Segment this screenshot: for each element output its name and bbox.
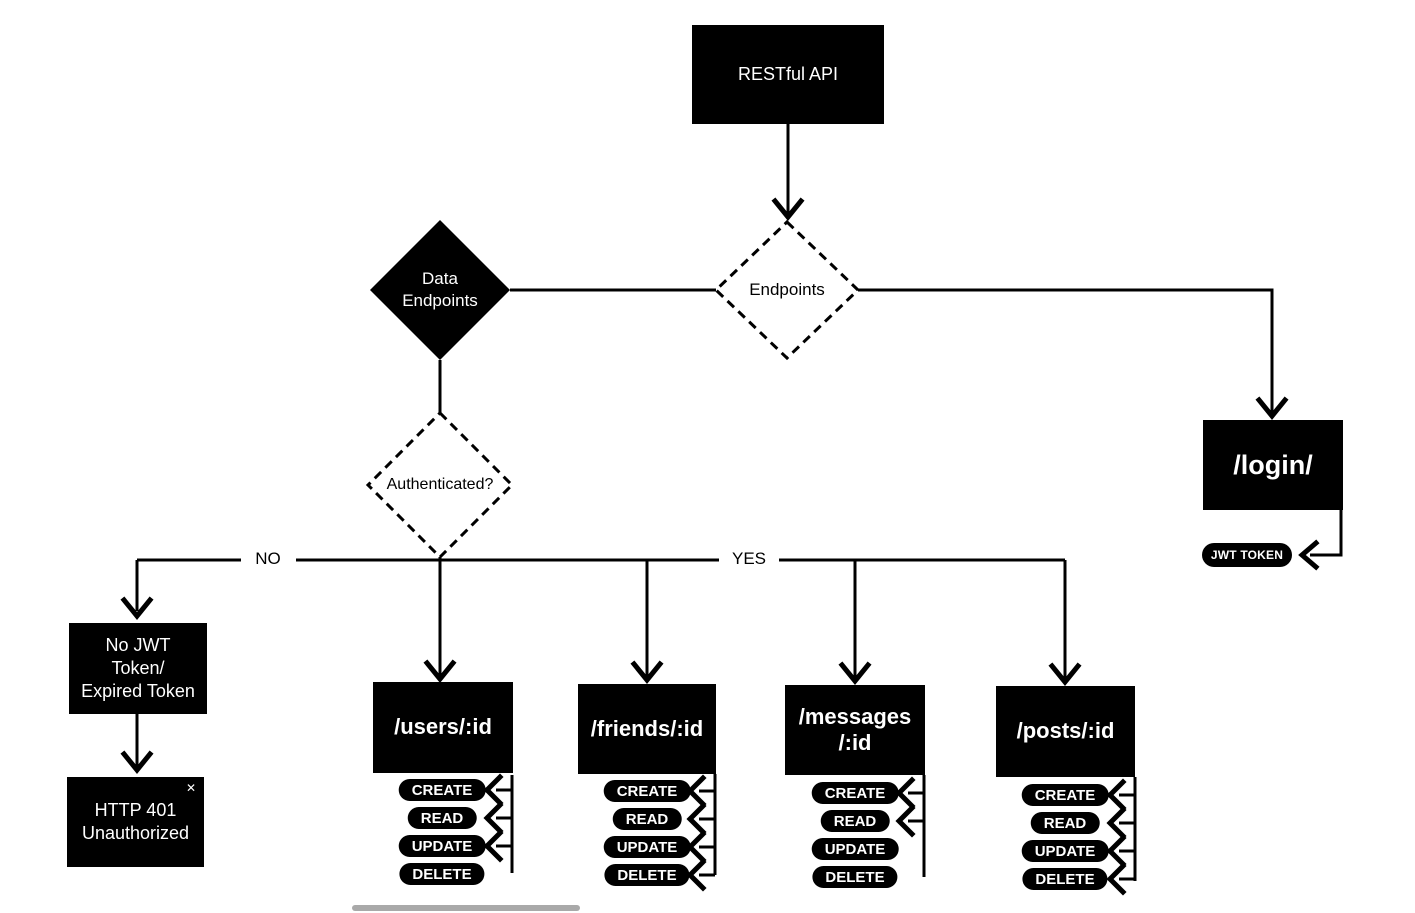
node-http-401: HTTP 401 Unauthorized ✕ xyxy=(67,777,204,867)
method-pill-friends-update: UPDATE xyxy=(603,836,691,858)
method-pill-messages-delete: DELETE xyxy=(812,866,898,888)
edge-login-to-jwt xyxy=(1310,510,1343,557)
arrowhead-down-posts xyxy=(1048,662,1082,686)
node-route-posts: /posts/:id xyxy=(996,686,1135,777)
arrowhead-users-update xyxy=(483,829,504,863)
branch-label-no: NO xyxy=(251,548,285,570)
method-pill-friends-delete: DELETE xyxy=(604,864,690,886)
method-pill-posts-update: UPDATE xyxy=(1021,840,1109,862)
horizontal-scrollbar[interactable] xyxy=(352,905,580,911)
arrowhead-friends-create xyxy=(686,774,707,808)
method-pill-users-read: READ xyxy=(407,807,477,829)
stubs-friends xyxy=(699,789,715,877)
stubs-posts xyxy=(1119,793,1135,881)
arrowhead-posts-delete xyxy=(1106,862,1127,896)
node-no-jwt-token: No JWT Token/ Expired Token xyxy=(69,623,207,714)
node-authenticated-label: Authenticated? xyxy=(386,475,494,493)
arrowhead-posts-read xyxy=(1106,806,1127,840)
method-pill-posts-read: READ xyxy=(1030,812,1100,834)
method-pill-posts-create: CREATE xyxy=(1021,784,1109,806)
edge-endpoints-to-login xyxy=(858,288,1274,412)
arrowhead-down-endpoints xyxy=(771,197,805,221)
arrowhead-down-login xyxy=(1255,396,1289,420)
arrowhead-down-users xyxy=(423,659,457,683)
node-restful-api: RESTful API xyxy=(692,25,884,124)
method-pill-friends-create: CREATE xyxy=(603,780,691,802)
arrowhead-posts-create xyxy=(1106,778,1127,812)
method-pill-posts-delete: DELETE xyxy=(1022,868,1108,890)
node-data-endpoints-label: Data Endpoints xyxy=(402,268,478,310)
jwt-token-pill: JWT TOKEN xyxy=(1202,543,1292,567)
arrowhead-friends-update xyxy=(686,830,707,864)
node-login: /login/ xyxy=(1203,420,1343,510)
arrowhead-left-jwt xyxy=(1298,539,1320,571)
arrowhead-messages-create xyxy=(895,776,916,810)
arrowhead-friends-read xyxy=(686,802,707,836)
arrowhead-users-create xyxy=(483,773,504,807)
arrowhead-users-read xyxy=(483,801,504,835)
connector-lines xyxy=(135,124,1343,881)
arrowhead-messages-read xyxy=(895,804,916,838)
method-pill-messages-read: READ xyxy=(820,810,890,832)
method-pill-users-create: CREATE xyxy=(398,779,486,801)
method-pill-users-update: UPDATE xyxy=(398,835,486,857)
arrowhead-down-nojwt xyxy=(120,596,154,620)
method-pill-users-delete: DELETE xyxy=(399,863,485,885)
arrowhead-down-messages xyxy=(838,661,872,685)
node-endpoints-label: Endpoints xyxy=(749,279,825,299)
node-route-messages: /messages /:id xyxy=(785,685,925,775)
method-pill-messages-create: CREATE xyxy=(811,782,899,804)
arrowhead-friends-delete xyxy=(686,858,707,892)
node-route-users: /users/:id xyxy=(373,682,513,773)
stubs-messages xyxy=(908,791,924,823)
arrowhead-down-friends xyxy=(630,660,664,684)
branch-label-yes: YES xyxy=(727,548,771,570)
arrowhead-posts-update xyxy=(1106,834,1127,868)
method-pill-friends-read: READ xyxy=(612,808,682,830)
close-icon[interactable]: ✕ xyxy=(185,781,196,795)
method-pill-messages-update: UPDATE xyxy=(811,838,899,860)
arrowhead-down-401 xyxy=(120,750,154,774)
node-route-friends: /friends/:id xyxy=(578,684,716,774)
stubs-users xyxy=(496,788,512,848)
http-401-text: HTTP 401 Unauthorized xyxy=(81,800,190,843)
